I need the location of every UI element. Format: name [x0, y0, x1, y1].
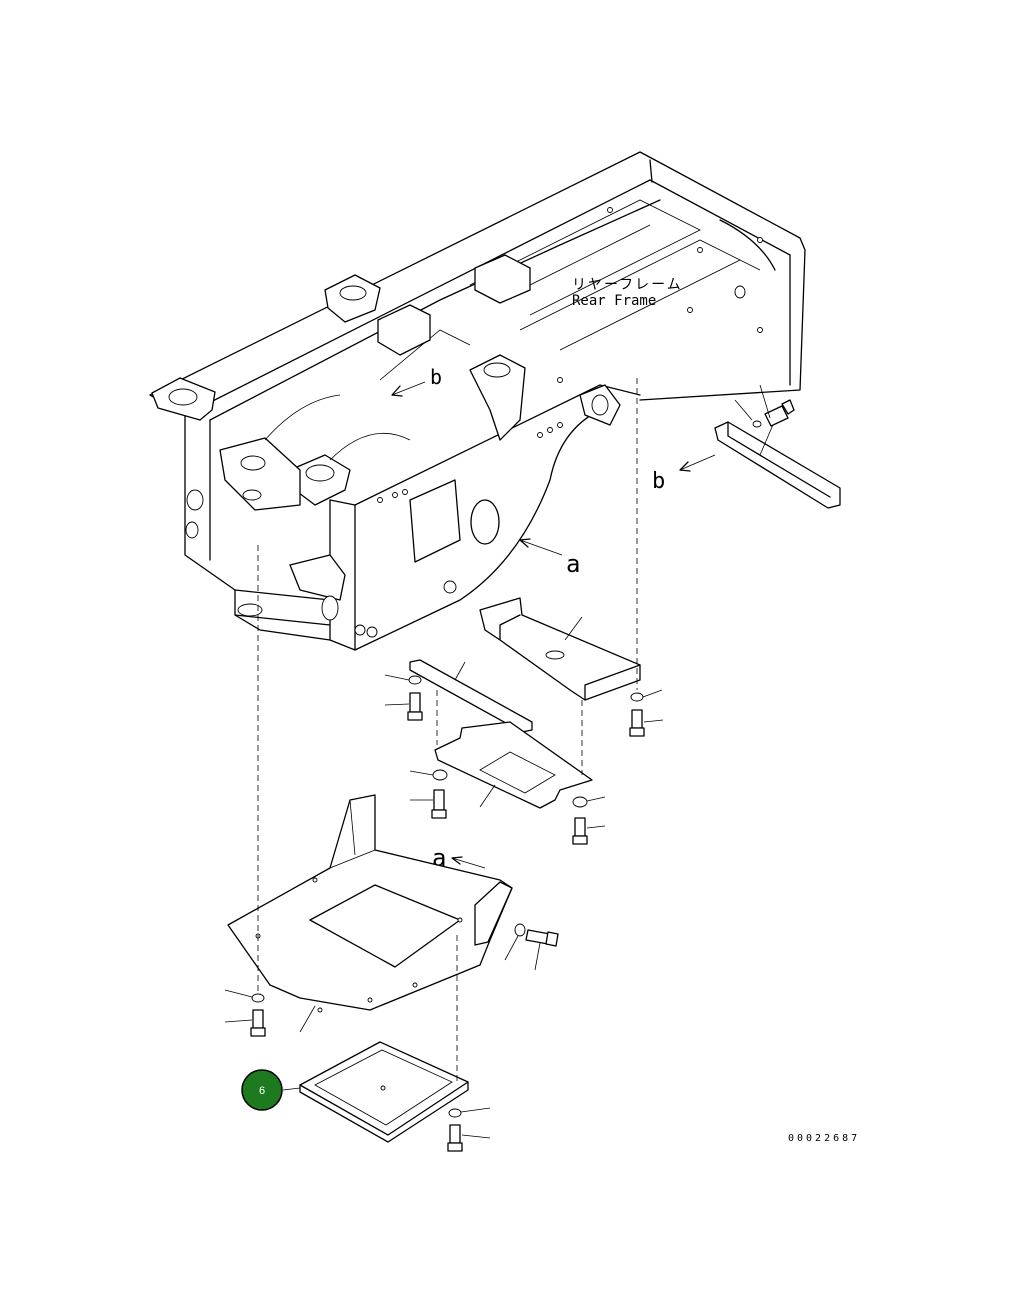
middle-plate: [434, 690, 593, 809]
part-name-en: Rear Frame: [572, 293, 656, 309]
callout-6-number[interactable]: 6: [259, 1085, 265, 1097]
fastener-set-mid-right: [572, 796, 606, 845]
fastener-set-mid: [409, 769, 448, 819]
fastener-set-upper-right: [629, 689, 664, 737]
fastener-set-large-right: [504, 923, 559, 971]
side-guard: [714, 384, 841, 509]
ref-label-a-upper: a: [566, 550, 580, 578]
ref-label-b-lower: b: [652, 469, 665, 494]
ref-arrow-a-lower: [451, 856, 486, 869]
callout-6-badge[interactable]: [241, 1069, 283, 1111]
support-bar: [409, 659, 533, 733]
upper-cover: [479, 597, 641, 701]
ref-arrow-a-upper: [519, 538, 563, 556]
fastener-set-lower-left: [224, 989, 266, 1037]
bottom-tray: [299, 935, 469, 1143]
ref-arrow-b-lower: [679, 454, 716, 472]
drawing-number: 00022687: [788, 1133, 860, 1144]
fastener-set-bottom: [447, 1107, 491, 1152]
ref-arrow-b-upper: [391, 381, 426, 397]
part-name-jp: リヤーフレーム: [572, 277, 683, 293]
ref-label-b-upper: b: [430, 365, 442, 389]
large-bottom-guard: [227, 794, 513, 1033]
rear-frame: [149, 151, 806, 651]
fastener-set-mid-left: [384, 674, 423, 721]
callout-leader: [282, 1087, 301, 1091]
